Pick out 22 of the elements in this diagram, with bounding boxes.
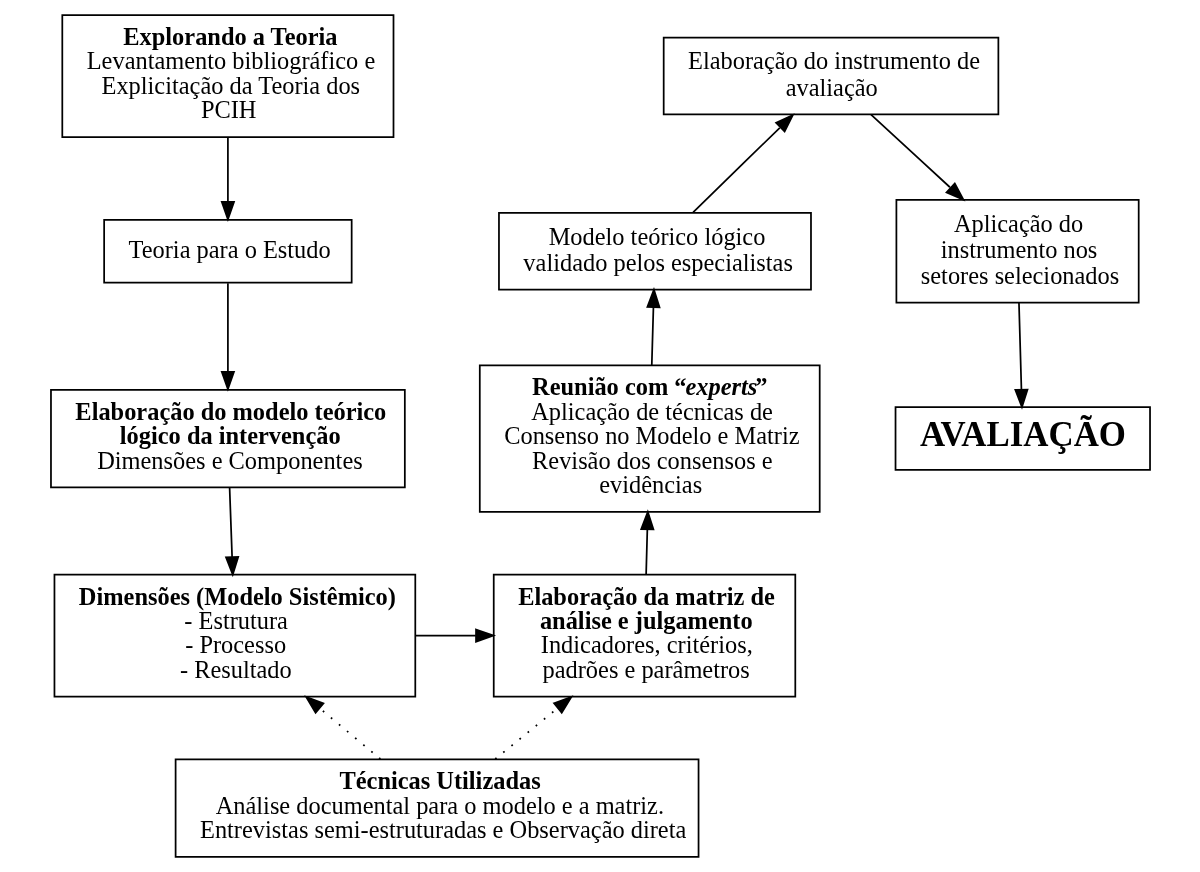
node-box: Aplicação do instrumento nos setores selecionados	[895, 198, 1140, 304]
node-box: Reunião com “experts” Aplicação de técnicas de Consenso no Modelo e Matriz Revisão dos consensos e evidências	[478, 364, 821, 513]
arrow	[869, 113, 965, 202]
node-box: Elaboração do modelo teórico lógico da intervenção Dimensões e Componentes	[49, 388, 406, 489]
node-box: Elaboração da matriz de análise e julgamento Indicadores, critérios, padrões e parâmetros	[492, 573, 796, 698]
arrow	[220, 136, 235, 223]
arrow	[224, 486, 239, 578]
arrow	[220, 282, 235, 392]
node-box: Técnicas Utilizadas Análise documental para o modelo e a matriz. Entrevistas semi-estruturadas e Observação direta	[174, 758, 699, 858]
node-box: Elaboração do instrumento de avaliação	[662, 36, 999, 116]
arrow	[493, 695, 573, 760]
arrow	[303, 695, 381, 760]
arrow	[645, 287, 661, 367]
arrow	[691, 113, 795, 214]
node-box: Explorando a Teoria Levantamento bibliográfico e Explicitação da Teoria dos PCIH	[60, 14, 394, 138]
node-box: Modelo teórico lógico validado pelos especialistas	[497, 212, 812, 291]
arrow	[414, 628, 496, 643]
node-box: AVALIAÇÃO	[894, 406, 1151, 471]
node-box: Teoria para o Estudo	[102, 219, 353, 284]
arrow	[1013, 301, 1029, 410]
arrow	[639, 509, 655, 575]
node-box: Dimensões (Modelo Sistêmico) - Estrutura - Processo - Resultado	[53, 573, 416, 698]
